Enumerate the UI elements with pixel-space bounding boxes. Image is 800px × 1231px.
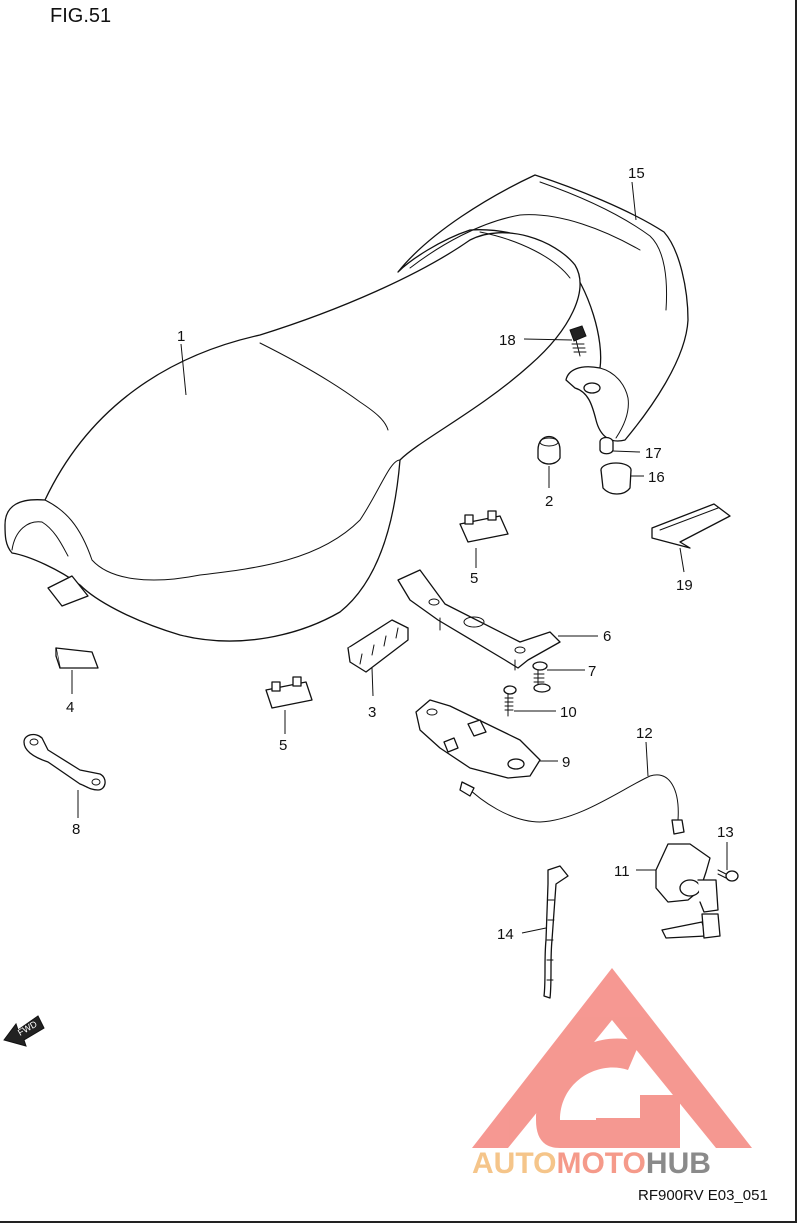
callout-8: 8	[72, 821, 80, 838]
cable-part-12	[459, 774, 685, 835]
watermark-brand-moto: MOTO	[556, 1147, 645, 1180]
cushion-part-5-upper	[459, 510, 509, 543]
bracket-part-8	[23, 733, 106, 791]
callout-18: 18	[499, 332, 516, 349]
cable-tie-part-14	[543, 865, 569, 999]
callout-7: 7	[588, 663, 596, 680]
watermark-brand-hub: HUB	[646, 1147, 711, 1180]
callout-3: 3	[368, 704, 376, 721]
pad-part-4	[55, 647, 99, 669]
screw-part-13	[717, 869, 739, 882]
figure-title: FIG.51	[50, 5, 111, 27]
callout-10: 10	[560, 704, 577, 721]
callout-12: 12	[636, 725, 653, 742]
bracket-part-6	[397, 569, 561, 671]
callout-2: 2	[545, 493, 553, 510]
watermark-brand: AUTOMOTOHUB	[472, 1147, 711, 1180]
bolt-part-18	[569, 325, 587, 357]
callout-9: 9	[562, 754, 570, 771]
strap-part-19	[651, 503, 731, 549]
cushion-part-3	[347, 619, 409, 673]
lock-plate-part-9	[415, 699, 541, 779]
callout-13: 13	[717, 824, 734, 841]
callout-16: 16	[648, 469, 665, 486]
callout-5-lower: 5	[279, 737, 287, 754]
bolt-part-7	[532, 661, 551, 693]
leader-lines	[71, 181, 728, 934]
seat-cowl-part	[397, 174, 689, 442]
seat-lock-part-11	[655, 843, 721, 939]
callout-19: 19	[676, 577, 693, 594]
seat-part	[4, 231, 581, 642]
forward-direction-arrow: FWD	[3, 1015, 45, 1047]
damper-part-2	[537, 435, 561, 465]
grommet-part-16	[600, 462, 632, 495]
callout-14: 14	[497, 926, 514, 943]
screw-part-10	[503, 685, 517, 717]
callout-1: 1	[177, 328, 185, 345]
callout-15: 15	[628, 165, 645, 182]
cushion-part-5-lower	[265, 676, 313, 709]
figure-code: RF900RV E03_051	[638, 1187, 768, 1204]
automotohub-logo	[472, 968, 752, 1148]
callout-6: 6	[603, 628, 611, 645]
callout-17: 17	[645, 445, 662, 462]
grommet-part-17	[599, 436, 614, 455]
watermark-brand-auto: AUTO	[472, 1147, 556, 1180]
callout-5-upper: 5	[470, 570, 478, 587]
callout-11: 11	[614, 863, 630, 880]
callout-4: 4	[66, 699, 74, 716]
